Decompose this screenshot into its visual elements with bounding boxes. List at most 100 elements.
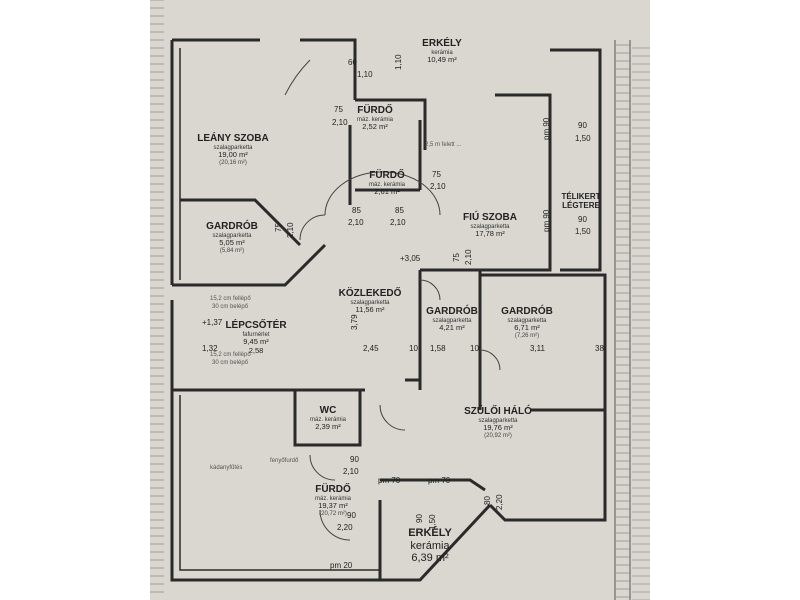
dimension-label: pm 90	[542, 117, 551, 140]
room-area: 11,56 m²	[355, 305, 385, 315]
room-name: GARDRÓB	[206, 221, 258, 232]
dimension-label: pm 70	[428, 476, 451, 485]
room-kozlekedo: KÖZLEKEDŐ szalagparketta 11,56 m²	[339, 288, 402, 315]
dimension-label: 75	[432, 170, 441, 179]
dimension-label: 85	[395, 206, 404, 215]
room-name: LEÁNY SZOBA	[197, 133, 269, 144]
room-gardrob-2: GARDRÓB szalagparketta 4,21 m²	[426, 306, 478, 333]
dimension-label: 90	[347, 511, 356, 520]
room-area: 2,39 m²	[315, 422, 341, 432]
room-area: 5,05 m²	[219, 238, 245, 248]
dimension-label: 75	[452, 253, 461, 262]
room-finish: máz. kerámia	[356, 116, 394, 123]
dimension-label: 75	[334, 105, 343, 114]
room-name: GARDRÓB	[501, 306, 553, 317]
stair-note: 15,2 cm fellépő	[210, 296, 251, 302]
dimension-label: 80	[483, 496, 492, 505]
room-area: 19,37 m²	[318, 501, 348, 511]
dimension-label: 2,10	[430, 182, 446, 191]
room-name: SZÜLŐI HÁLÓ	[464, 406, 532, 417]
dimension-label: 90	[415, 514, 424, 523]
room-leany-szoba: LEÁNY SZOBA szalagparketta 19,00 m² (20,…	[197, 133, 269, 167]
room-extra: (7,26 m²)	[514, 333, 540, 340]
room-wc: WC máz. kerámia 2,39 m²	[310, 405, 346, 432]
room-area: 2,61 m²	[374, 187, 400, 197]
room-area: 6,39 m²	[411, 552, 449, 565]
dimension-label: 10	[470, 344, 479, 353]
room-finish: szalagparketta	[507, 317, 547, 324]
dimension-label: 1,50	[575, 227, 591, 236]
dimension-label: 2,10	[348, 218, 364, 227]
level-label: +1,37	[202, 318, 223, 327]
room-area: 19,76 m²	[483, 423, 513, 433]
room-area: 4,21 m²	[439, 323, 465, 333]
dimension-label: 1,50	[428, 514, 437, 530]
room-name: FIÚ SZOBA	[463, 212, 517, 223]
dimension-label: 1,10	[357, 70, 373, 79]
stair-note: 30 cm belépő	[212, 304, 249, 310]
room-gardrob-1: GARDRÓB szalagparketta 5,05 m² (5,84 m²)	[206, 221, 258, 255]
room-finish: szalagparketta	[432, 317, 472, 324]
room-area: 10,49 m²	[427, 55, 457, 65]
room-area: 19,00 m²	[218, 150, 248, 160]
room-finish: máz. kerámia	[314, 495, 352, 502]
room-finish: fafurnérlet	[242, 331, 270, 338]
room-name-line2: LÉGTERE	[562, 201, 600, 211]
room-extra: (20,92 m²)	[484, 433, 512, 440]
room-extra: (5,84 m²)	[219, 248, 245, 255]
room-finish: kerámia	[410, 539, 450, 552]
level-label: +3,05	[400, 254, 421, 263]
dimension-label: 90	[350, 455, 359, 464]
dimension-label: pm 20	[330, 561, 353, 570]
room-extra: 2,58	[248, 346, 264, 356]
dimension-label: 2,20	[495, 494, 504, 510]
room-area: 6,71 m²	[514, 323, 540, 333]
room-furdo-1: FÜRDŐ máz. kerámia 2,52 m²	[357, 105, 393, 132]
room-szuloi-halo: SZÜLŐI HÁLÓ szalagparketta 19,76 m² (20,…	[464, 406, 532, 440]
room-lepcsoter: LÉPCSŐTÉR fafurnérlet 9,45 m² 2,58	[225, 320, 286, 356]
dimension-label: 75	[274, 223, 283, 232]
room-finish: szalagparketta	[478, 417, 518, 424]
room-extra: (20,16 m²)	[219, 160, 247, 167]
plan-note: fenyőfurdő	[270, 458, 299, 464]
room-name: FÜRDŐ	[315, 484, 351, 495]
dimension-label: 1,58	[430, 344, 446, 353]
dimension-label: 10	[409, 344, 418, 353]
room-furdo-2: FÜRDŐ máz. kerámia 2,61 m²	[369, 170, 405, 197]
dimension-label: 38	[595, 344, 604, 353]
room-finish: máz. kerámia	[368, 181, 406, 188]
dimension-label: pm 90	[542, 209, 551, 232]
room-name: LÉPCSŐTÉR	[225, 320, 287, 331]
room-name: ERKÉLY	[408, 527, 452, 539]
dimension-label: 2,10	[464, 249, 473, 265]
stair-note: 15,2 cm fellépő	[210, 352, 251, 358]
dimension-label: 2,10	[332, 118, 348, 127]
room-name: GARDRÓB	[426, 306, 478, 317]
room-name: TÉLIKERT	[561, 192, 601, 201]
room-erkely-top: ERKÉLY kerámia 10,49 m²	[422, 38, 462, 65]
room-finish: szalagparketta	[213, 144, 253, 151]
plan-note: kádanyfűtés	[210, 465, 243, 471]
dimension-label: 60	[348, 58, 357, 67]
room-finish: szalagparketta	[350, 299, 390, 306]
room-area: 17,78 m²	[475, 229, 505, 239]
room-name: WC	[319, 405, 337, 416]
room-gardrob-3: GARDRÓB szalagparketta 6,71 m² (7,26 m²)	[501, 306, 553, 340]
dimension-label: 2,10	[286, 222, 295, 238]
room-name: FÜRDŐ	[357, 105, 393, 116]
room-extra: (20,72 m²)	[319, 511, 347, 518]
room-fiu-szoba: FIÚ SZOBA szalagparketta 17,78 m²	[463, 212, 517, 239]
room-erkely-bottom: ERKÉLY kerámia 6,39 m²	[408, 527, 452, 565]
dimension-label: 85	[352, 206, 361, 215]
dimension-label: 1,50	[575, 134, 591, 143]
dimension-label: 2,10	[390, 218, 406, 227]
dimension-label: pm 70	[378, 476, 401, 485]
room-telikert: TÉLIKERT LÉGTERE	[561, 192, 600, 210]
room-name: ERKÉLY	[422, 38, 462, 49]
plan-note: 2,5 m felett ...	[425, 142, 462, 148]
room-name: KÖZLEKEDŐ	[338, 288, 402, 299]
floor-plan: (function(){ const g=document.getElement…	[150, 0, 650, 600]
wall-drawing	[150, 0, 650, 600]
dimension-label: 90	[578, 215, 587, 224]
dimension-label: 2,45	[363, 344, 379, 353]
